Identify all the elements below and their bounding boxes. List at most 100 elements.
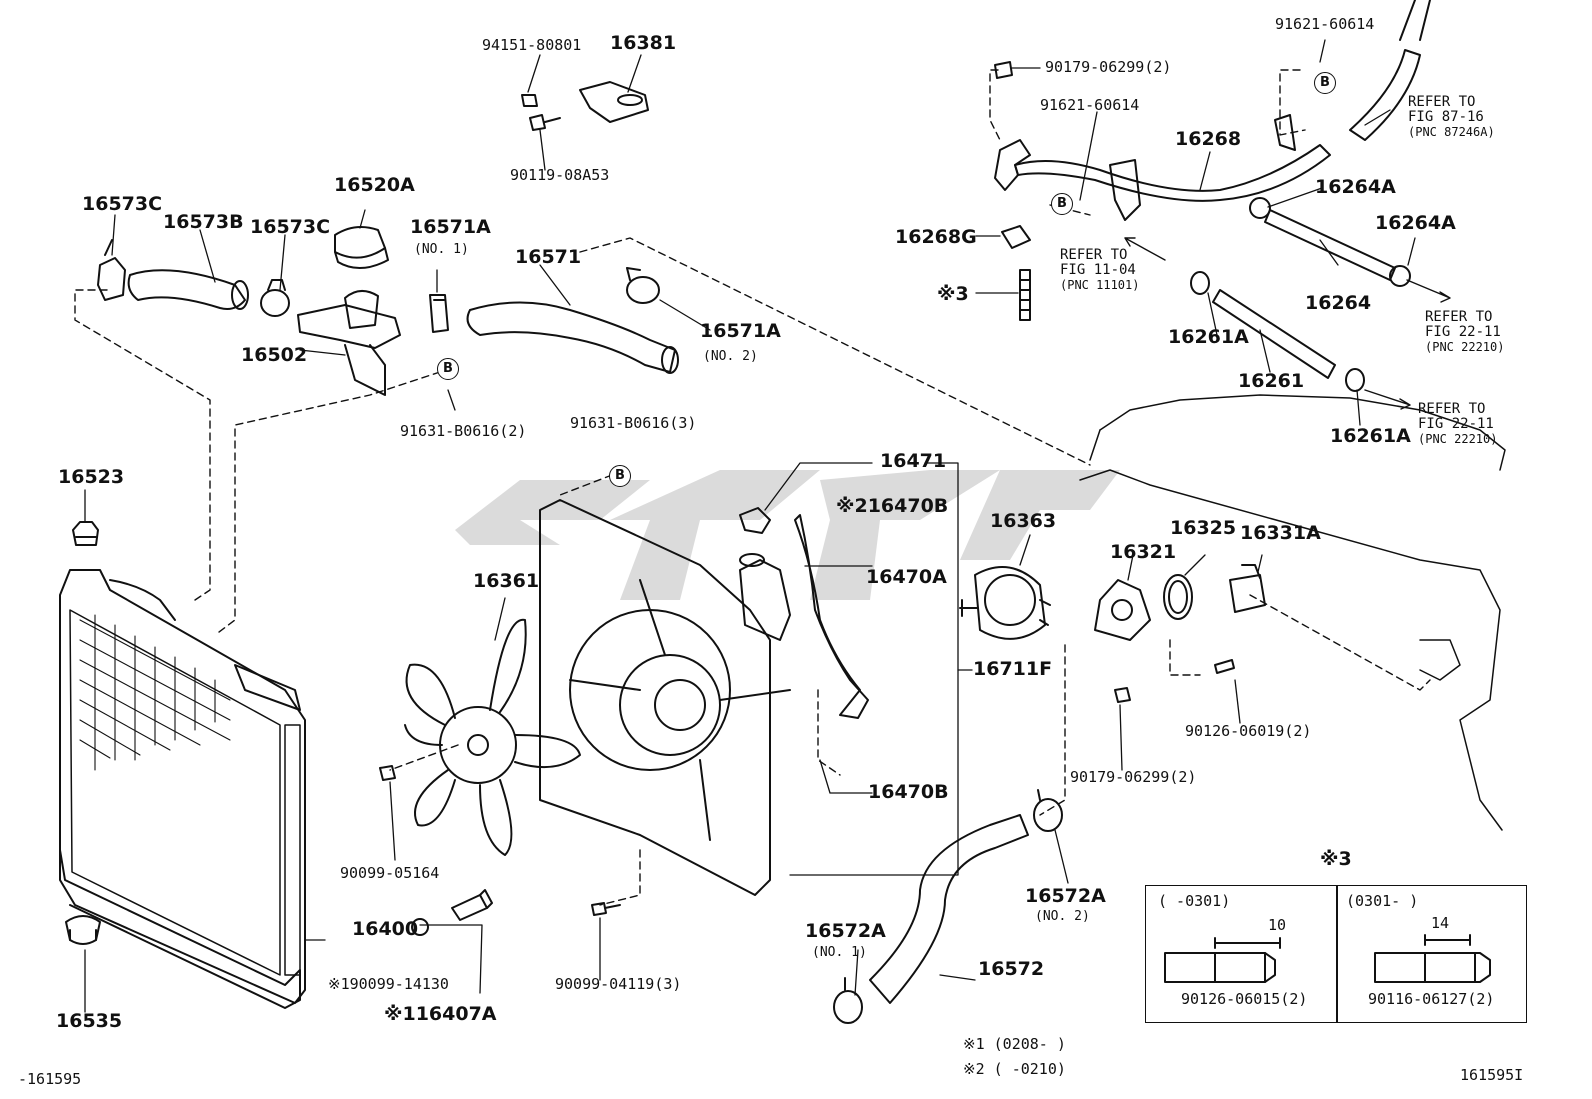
radiator	[59, 569, 306, 1009]
detail-right-range: (0301- )	[1346, 892, 1419, 910]
refer-line: (PNC 22210)	[1418, 432, 1498, 446]
label-16470b-top: ※216470B	[836, 495, 949, 517]
shroud-16711	[539, 499, 791, 896]
drain-cock	[411, 889, 493, 936]
label-16572a-no2: 16572A	[1025, 885, 1106, 907]
label-16571a-no2: 16571A	[700, 320, 781, 342]
clamp-16571A-no1	[429, 294, 449, 333]
cap-16471	[739, 507, 771, 534]
detail-right-part: 90116-06127(2)	[1368, 990, 1495, 1008]
label-90126-06019: 90126-06019(2)	[1185, 722, 1312, 740]
refer-line: FIG 11-04	[1060, 262, 1136, 278]
label-16470b-bottom: 16470B	[868, 781, 949, 803]
hose-16572	[869, 814, 1029, 1004]
clamp-16573C-left	[97, 239, 126, 301]
note-2: ※2 ( -0210)	[963, 1060, 1066, 1078]
fan-16361	[404, 618, 581, 856]
b-marker: B	[1051, 193, 1073, 215]
refer-line: REFER TO	[1418, 401, 1486, 417]
detail-left-range: ( -0301)	[1158, 892, 1231, 910]
label-16535: 16535	[56, 1010, 123, 1032]
stud-star3	[1019, 269, 1031, 321]
b-marker: B	[1314, 72, 1336, 94]
refer-line: FIG 22-11	[1425, 324, 1501, 340]
label-16407a: ※116407A	[384, 1003, 497, 1025]
reservoir-16470	[739, 514, 869, 719]
label-16470a: 16470A	[866, 566, 947, 588]
label-90119-08a53: 90119-08A53	[510, 166, 610, 184]
nut-90179-bottom	[1114, 687, 1131, 703]
detail-divider	[1336, 886, 1338, 1022]
label-90099-14130: ※190099-14130	[328, 975, 449, 993]
label-16523: 16523	[58, 466, 125, 488]
stud-90126	[1214, 659, 1235, 674]
label-90179-06299-bottom: 90179-06299(2)	[1070, 768, 1197, 786]
upper-hose-16573B	[127, 269, 249, 310]
label-16400: 16400	[352, 918, 419, 940]
label-16571: 16571	[515, 246, 582, 268]
label-16573b: 16573B	[163, 211, 244, 233]
clamp-16572A-no1	[833, 977, 863, 1024]
refer-line: REFER TO	[1425, 309, 1493, 325]
label-16363: 16363	[990, 510, 1057, 532]
label-16261a-right: 16261A	[1330, 425, 1411, 447]
label-90179-06299-top: 90179-06299(2)	[1045, 58, 1172, 76]
label-16571a-no1-note: (NO. 1)	[414, 242, 469, 257]
label-16264: 16264	[1305, 292, 1372, 314]
clamp-16573C-right	[260, 279, 290, 317]
label-16331a: 16331A	[1240, 522, 1321, 544]
label-91621-60614-mid: 91621-60614	[1040, 96, 1140, 114]
label-16573c-left: 16573C	[82, 193, 163, 215]
label-16572a-no1-note: (NO. 1)	[812, 945, 867, 960]
label-16572a-no2-note: (NO. 2)	[1035, 909, 1090, 924]
label-91621-60614-top: 91621-60614	[1275, 15, 1375, 33]
refer-line: REFER TO	[1060, 247, 1128, 263]
lower-hose-16571	[466, 301, 679, 374]
hose-upper-right	[1349, 0, 1431, 141]
leader-lines	[84, 39, 1416, 1013]
refer-line: (PNC 22210)	[1425, 340, 1505, 354]
radiator-cap-16523	[72, 521, 99, 546]
label-94151-80801: 94151-80801	[482, 36, 582, 54]
motor-16363	[959, 566, 1051, 640]
label-90099-05164: 90099-05164	[340, 864, 440, 882]
dashed-guides	[74, 69, 1431, 906]
label-16572a-no1: 16572A	[805, 920, 886, 942]
footer-left-code: -161595	[18, 1070, 82, 1088]
engine-outline	[1079, 394, 1506, 831]
refer-line: FIG 22-11	[1418, 416, 1494, 432]
ref-arrows	[1124, 237, 1451, 410]
label-90099-04119: 90099-04119(3)	[555, 975, 682, 993]
refer-line: FIG 87-16	[1408, 109, 1484, 125]
nut-94151	[521, 94, 538, 107]
label-16471: 16471	[880, 450, 947, 472]
label-16361: 16361	[473, 570, 540, 592]
label-91631-b0616-2: 91631-B0616(2)	[400, 422, 527, 440]
refer-line: REFER TO	[1408, 94, 1476, 110]
label-star3: ※3	[937, 283, 969, 305]
label-16261a-left: 16261A	[1168, 326, 1249, 348]
hose-16264	[1249, 197, 1411, 287]
detail-title: ※3	[1320, 848, 1352, 870]
nut-90099-05164	[379, 765, 396, 781]
b-marker: B	[609, 465, 631, 487]
bolt-90099-04119	[591, 902, 621, 916]
label-16520a: 16520A	[334, 174, 415, 196]
gasket-16268G	[1001, 225, 1031, 249]
refer-fig-11-04: REFER TO FIG 11-04 (PNC 11101)	[1060, 248, 1139, 293]
thermostat-16331A	[1229, 564, 1266, 613]
label-16264a-top: 16264A	[1315, 176, 1396, 198]
label-16571a-no2-note: (NO. 2)	[703, 349, 758, 364]
footer-right-code: 161595I	[1460, 1066, 1524, 1084]
refer-line: (PNC 87246A)	[1408, 125, 1495, 139]
b-marker: B	[437, 358, 459, 380]
nut-90179-top	[994, 61, 1013, 79]
detail-left-dim: 10	[1268, 916, 1287, 934]
detail-left-part: 90126-06015(2)	[1181, 990, 1308, 1008]
hose-16261	[1190, 271, 1365, 392]
detail-stud-left	[1164, 937, 1281, 983]
note-1: ※1 (0208- )	[963, 1035, 1066, 1053]
label-16264a-right: 16264A	[1375, 212, 1456, 234]
label-16711f: 16711F	[973, 658, 1053, 680]
